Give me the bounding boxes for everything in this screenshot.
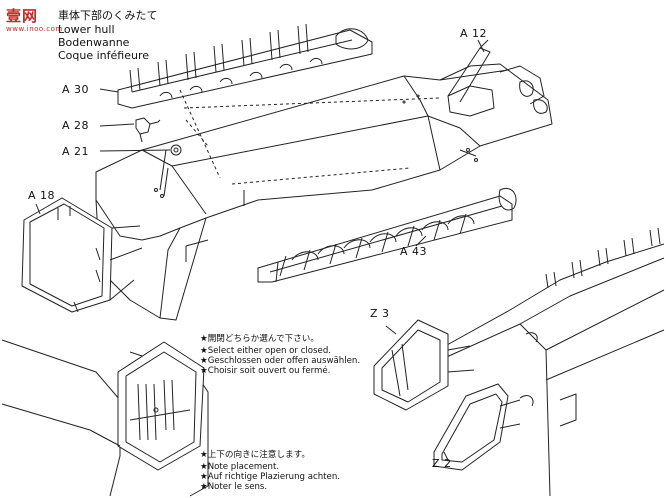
note2-french: ★Noter le sens.	[200, 482, 268, 492]
part-label-a43: A 43	[400, 245, 428, 258]
leader-lines	[35, 39, 485, 461]
note2-english: ★Note placement.	[200, 462, 280, 472]
part-label-z3: Z 3	[370, 307, 390, 320]
title-german: Bodenwanne	[58, 36, 130, 49]
hull-lower-left-corner	[1, 339, 209, 497]
part-label-z2: Z 2	[432, 457, 452, 470]
part-label-a18: A 18	[28, 189, 56, 202]
lower-hull-body	[95, 63, 553, 321]
part-a18-hatch	[21, 197, 143, 313]
title-english: Lower hull	[58, 23, 115, 36]
watermark-url: www.inoo.com	[6, 25, 63, 33]
note2-japanese: ★上下の向きに注意します。	[200, 450, 310, 460]
watermark-logo: 壹网 www.inoo.com	[6, 5, 62, 33]
note2-german: ★Auf richtige Plazierung achten.	[200, 472, 341, 482]
part-label-a21: A 21	[62, 145, 90, 158]
note1-english: ★Select either open or closed.	[200, 346, 332, 356]
note1-japanese: ★開閉どちらか選んで下さい。	[200, 334, 319, 344]
watermark-main-text: 壹网	[6, 7, 39, 25]
part-a30-strip	[117, 23, 373, 179]
title-french: Coque inféfieure	[58, 49, 150, 62]
hull-right-view	[373, 227, 665, 497]
part-a21	[170, 144, 182, 156]
part-a28	[135, 117, 161, 143]
note1-german: ★Geschlossen oder offen auswählen.	[200, 356, 361, 366]
title-japanese: 車体下部のくみたて	[58, 9, 158, 22]
part-label-a12: A 12	[460, 27, 488, 40]
part-label-a30: A 30	[62, 83, 90, 96]
part-label-a28: A 28	[62, 119, 90, 132]
part-a43-strip	[257, 188, 517, 283]
note1-french: ★Choisir soit ouvert ou fermé.	[200, 366, 331, 376]
